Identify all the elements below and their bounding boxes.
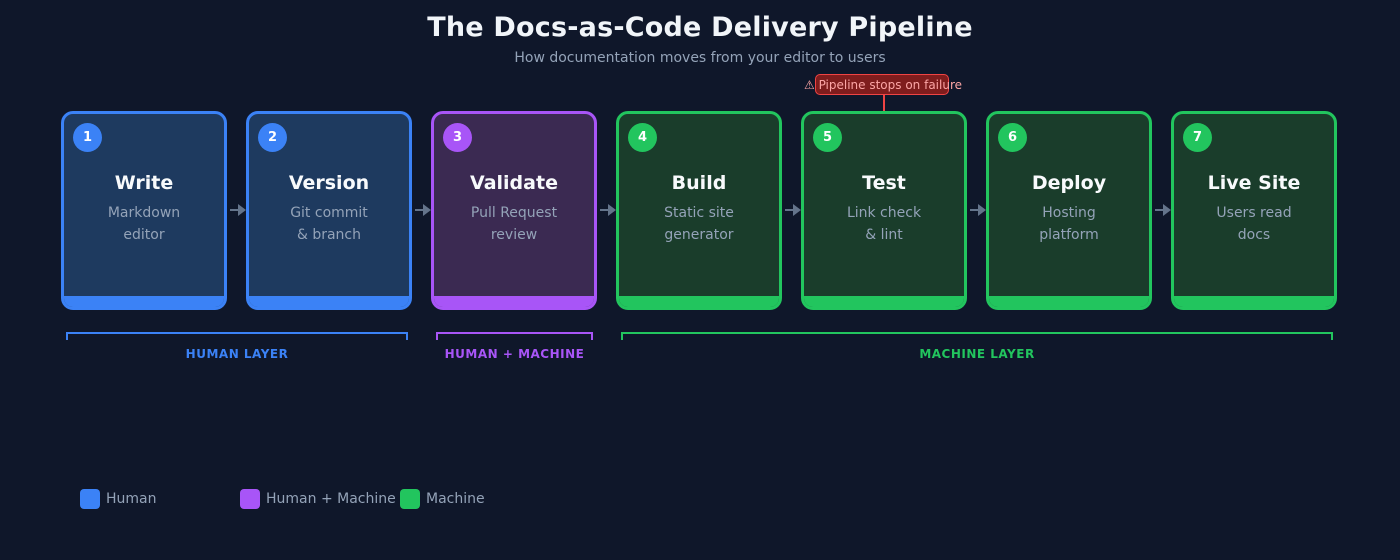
stage-test: 5 Test Link check & lint: [801, 111, 967, 310]
stage-number-badge: 1: [73, 123, 102, 152]
stage-description-line1: Git commit: [290, 205, 368, 221]
stage-version: 2 Version Git commit & branch: [246, 111, 412, 310]
stage-description-line1: Pull Request: [470, 205, 558, 221]
machine-layer-bracket: [621, 332, 1333, 340]
diagram-subtitle: How documentation moves from your editor…: [514, 50, 886, 66]
stage-color-bar: [64, 296, 224, 307]
legend-human-machine-label: Human + Machine: [266, 491, 396, 507]
stage-description-line2: review: [490, 227, 538, 243]
stage-write: 1 Write Markdown editor: [61, 111, 227, 310]
stage-color-bar: [434, 296, 594, 307]
stage-description: Hosting platform: [989, 202, 1149, 246]
legend-machine-swatch: [400, 489, 420, 509]
stage-number-badge: 3: [443, 123, 472, 152]
legend-human-swatch: [80, 489, 100, 509]
human-machine-layer-bracket: [436, 332, 593, 340]
stage-description-line2: generator: [664, 227, 734, 243]
stage-description-line1: Static site: [664, 205, 734, 221]
stage-number-badge: 7: [1183, 123, 1212, 152]
stage-description: Users read docs: [1174, 202, 1334, 246]
stage-description-line2: & lint: [865, 227, 903, 243]
stage-color-bar: [619, 296, 779, 307]
stage-name: Validate: [470, 172, 558, 194]
stage-name: Write: [114, 172, 174, 194]
stage-description-line1: Markdown: [107, 205, 181, 221]
failure-callout-line: [883, 95, 885, 113]
flow-arrow-3-4: [600, 203, 616, 217]
stage-validate: 3 Validate Pull Request review: [431, 111, 597, 310]
flow-arrow-4-5: [785, 203, 801, 217]
flow-arrow-2-3: [415, 203, 431, 217]
stage-description-line2: docs: [1237, 227, 1271, 243]
stage-description: Pull Request review: [434, 202, 594, 246]
stage-name: Test: [862, 172, 906, 194]
stage-number-badge: 2: [258, 123, 287, 152]
stage-color-bar: [989, 296, 1149, 307]
human-machine-layer-label: HUMAN + MACHINE: [444, 347, 585, 361]
legend-machine-label: Machine: [426, 491, 485, 507]
stage-description-line2: & branch: [296, 227, 362, 243]
stage-description-line2: editor: [123, 227, 165, 243]
stage-name: Deploy: [1031, 172, 1107, 194]
failure-callout: [815, 74, 949, 95]
human-layer-label: HUMAN LAYER: [185, 347, 289, 361]
flow-arrow-6-7: [1155, 203, 1171, 217]
stage-description-line2: platform: [1039, 227, 1099, 243]
stage-description-line1: Link check: [846, 205, 922, 221]
stage-description: Link check & lint: [804, 202, 964, 246]
stage-build: 4 Build Static site generator: [616, 111, 782, 310]
stage-description: Static site generator: [619, 202, 779, 246]
failure-callout-text: ⚠ Pipeline stops on failure: [804, 78, 962, 92]
stage-description: Git commit & branch: [249, 202, 409, 246]
legend-human-label: Human: [106, 491, 157, 507]
stage-number-badge: 5: [813, 123, 842, 152]
stage-name: Build: [671, 172, 727, 194]
machine-layer-label: MACHINE LAYER: [919, 347, 1035, 361]
flow-arrow-1-2: [230, 203, 246, 217]
stage-color-bar: [249, 296, 409, 307]
stage-live-site: 7 Live Site Users read docs: [1171, 111, 1337, 310]
legend-human-machine-swatch: [240, 489, 260, 509]
stage-name: Live Site: [1207, 172, 1301, 194]
stage-color-bar: [1174, 296, 1334, 307]
stage-number-badge: 4: [628, 123, 657, 152]
stage-deploy: 6 Deploy Hosting platform: [986, 111, 1152, 310]
stage-description-line1: Users read: [1216, 205, 1292, 221]
stage-color-bar: [804, 296, 964, 307]
stage-number-badge: 6: [998, 123, 1027, 152]
stage-description-line1: Hosting: [1042, 205, 1096, 221]
human-layer-bracket: [66, 332, 408, 340]
flow-arrow-5-6: [970, 203, 986, 217]
diagram-title: The Docs-as-Code Delivery Pipeline: [427, 12, 973, 43]
stage-description: Markdown editor: [64, 202, 224, 246]
stage-name: Version: [288, 172, 370, 194]
